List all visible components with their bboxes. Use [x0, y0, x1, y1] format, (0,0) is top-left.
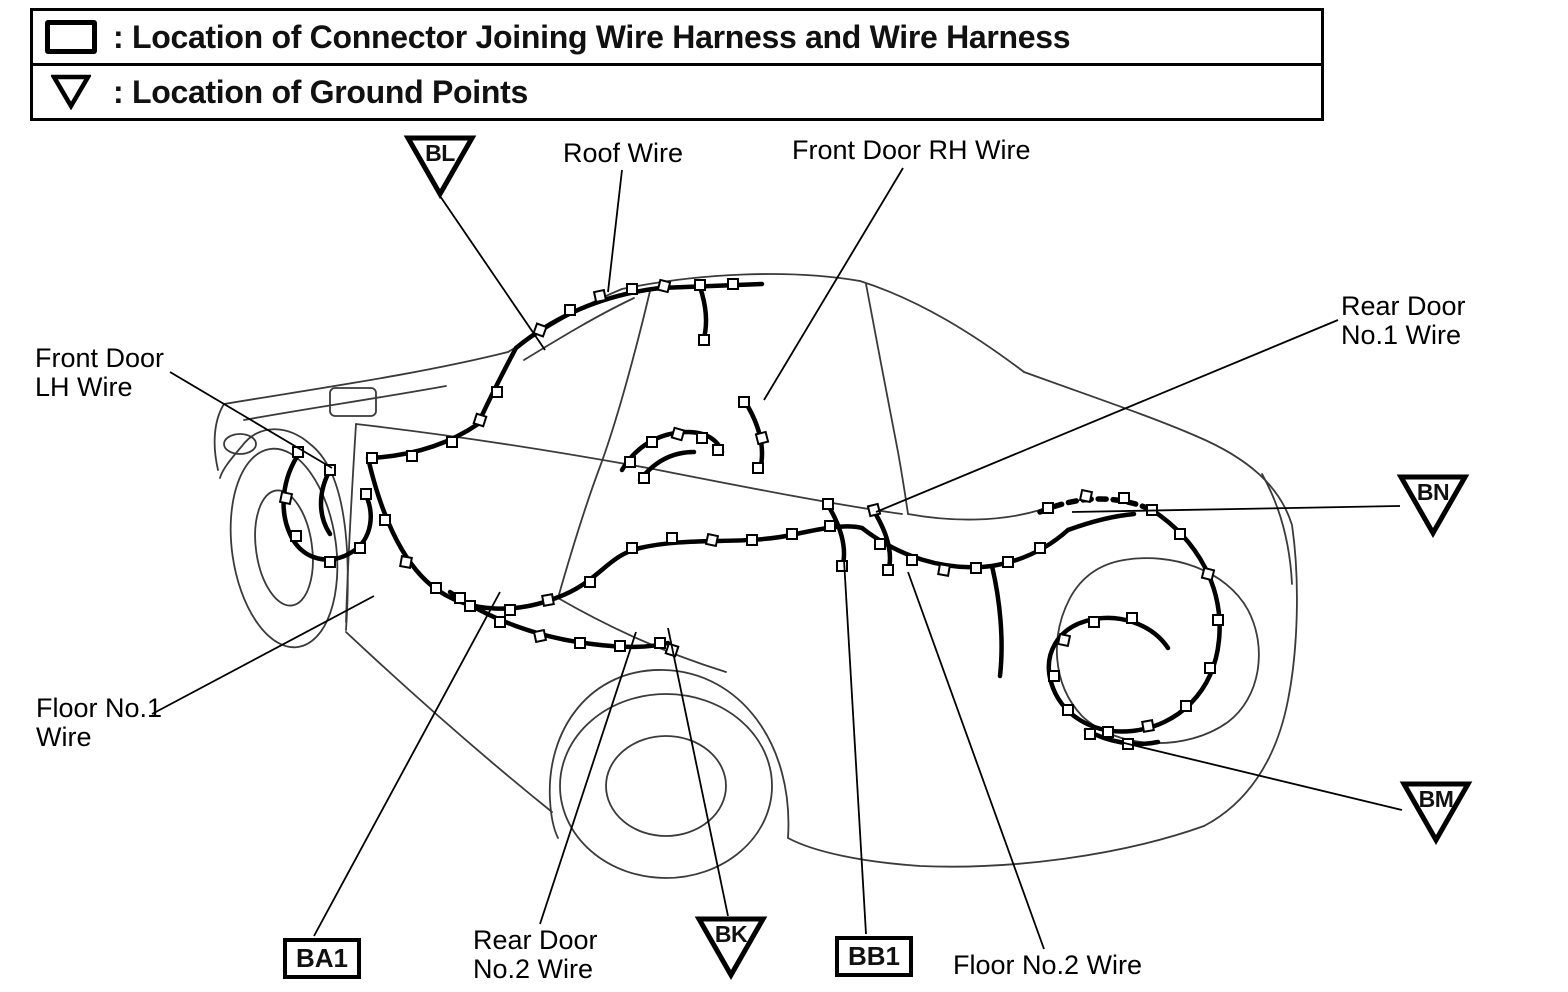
connector-code-bb1: BB1: [848, 941, 901, 971]
connector-code-ba1: BA1: [296, 943, 349, 973]
ground-triangle-icon: [1399, 781, 1473, 845]
ground-code-bm: BM: [1418, 786, 1454, 812]
wiring-harness: [281, 281, 1222, 747]
legend-row-ground: : Location of Ground Points: [33, 63, 1321, 118]
ground-triangle-icon: [694, 916, 768, 980]
ground-triangle-icon: [403, 135, 477, 199]
ground-marker-bn: BN: [1396, 472, 1470, 538]
ground-code-bn: BN: [1416, 479, 1450, 505]
label-floor-no2-wire: Floor No.2 Wire: [953, 950, 1143, 980]
connector-box-icon: [45, 20, 97, 54]
leader-lines: [151, 167, 1403, 950]
ground-triangle-icon: [1396, 474, 1470, 538]
legend: : Location of Connector Joining Wire Har…: [30, 8, 1324, 121]
legend-row-connector: : Location of Connector Joining Wire Har…: [33, 11, 1321, 63]
legend-ground-label: : Location of Ground Points: [113, 73, 528, 110]
ground-triangle-icon: [45, 74, 97, 110]
ground-marker-bl: BL: [403, 133, 477, 199]
harness-connectors: [278, 278, 1224, 750]
legend-connector-label: : Location of Connector Joining Wire Har…: [113, 18, 1071, 55]
ground-code-bk: BK: [714, 921, 748, 947]
label-roof-wire: Roof Wire: [563, 138, 684, 168]
car-body: [213, 273, 1298, 868]
connector-marker-bb1: BB1: [835, 936, 914, 977]
ground-code-bl: BL: [425, 140, 455, 166]
ground-marker-bm: BM: [1399, 779, 1473, 845]
label-floor-no1-wire: Floor No.1 Wire: [36, 693, 163, 753]
connector-marker-ba1: BA1: [283, 938, 362, 979]
label-rear-door-no1-wire: Rear Door No.1 Wire: [1341, 291, 1466, 351]
label-front-door-rh-wire: Front Door RH Wire: [792, 135, 1031, 165]
label-rear-door-no2-wire: Rear Door No.2 Wire: [473, 925, 598, 985]
wheels: [229, 447, 773, 879]
ground-marker-bk: BK: [694, 914, 768, 980]
label-front-door-lh-wire: Front Door LH Wire: [35, 343, 165, 403]
